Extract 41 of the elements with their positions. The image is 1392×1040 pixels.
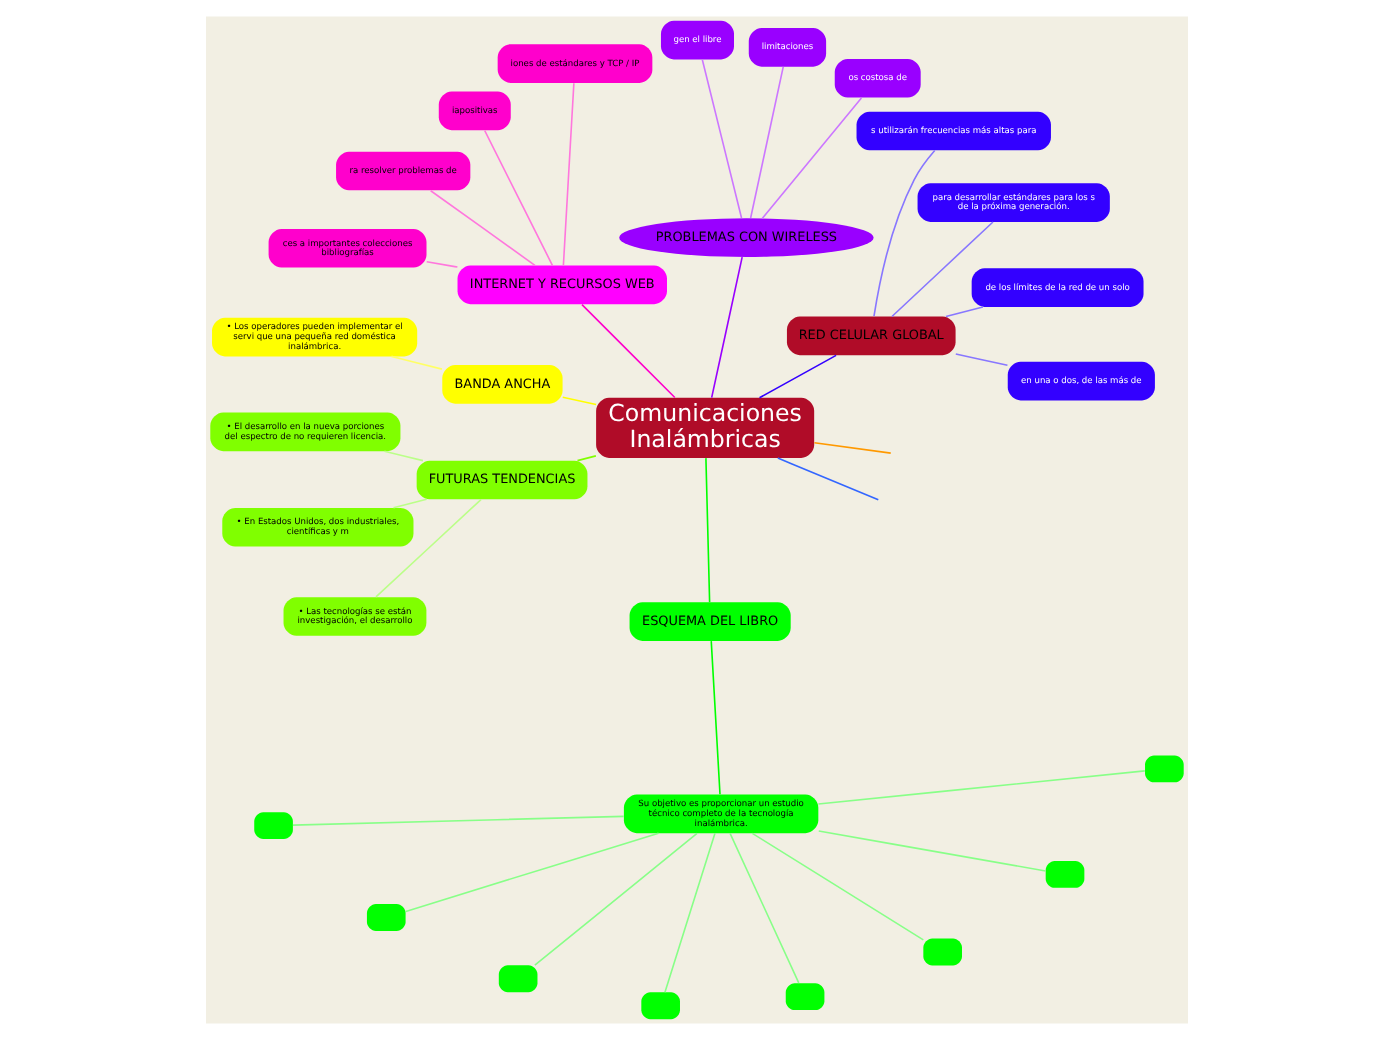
connector (750, 832, 924, 941)
node-box (640, 992, 679, 1020)
connector (709, 256, 742, 399)
connector (728, 832, 799, 984)
connector (816, 770, 1145, 805)
connector (533, 832, 697, 966)
node-box (253, 812, 292, 839)
connector (482, 129, 553, 267)
node-box (1044, 861, 1084, 888)
connector (816, 830, 1046, 872)
node-box (1144, 755, 1183, 783)
node-box (497, 965, 537, 993)
connector (560, 396, 596, 406)
node-box: Comunicaciones Inalámbricas (595, 397, 814, 458)
connector (428, 189, 535, 267)
node-box (365, 904, 405, 931)
connector (872, 149, 935, 317)
connector (391, 498, 427, 509)
connector (580, 303, 675, 399)
node-box (784, 983, 824, 1011)
connector (561, 82, 574, 267)
connector (291, 815, 624, 826)
connector (575, 455, 596, 462)
connector (954, 353, 1008, 366)
connector (700, 58, 742, 219)
connector (757, 354, 836, 399)
connector (890, 221, 993, 318)
connector (374, 498, 481, 598)
connector (404, 832, 659, 913)
connector (663, 832, 715, 993)
connector (389, 355, 442, 370)
connector (424, 261, 458, 268)
connector (944, 306, 983, 318)
connector (382, 450, 423, 462)
connector (704, 457, 710, 603)
node-box (922, 938, 961, 966)
connector (776, 457, 879, 501)
connector (748, 66, 784, 219)
connector (760, 97, 862, 220)
connector (812, 441, 891, 454)
connector (709, 640, 720, 796)
